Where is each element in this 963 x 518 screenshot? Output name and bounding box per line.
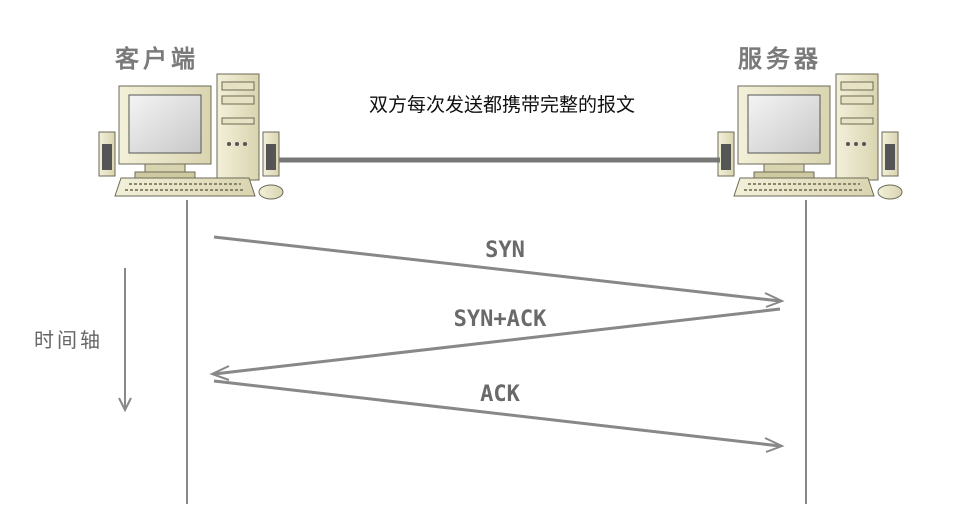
message-syn-arrow xyxy=(213,235,781,303)
server-computer-icon xyxy=(717,73,903,200)
message-ack-arrow xyxy=(213,379,781,448)
connection-label: 双方每次发送都携带完整的报文 xyxy=(369,94,635,116)
message-synack-label: SYN+ACK xyxy=(454,307,547,332)
time-axis-arrowhead xyxy=(118,397,132,413)
message-syn-label: SYN xyxy=(485,238,525,263)
message-syn-arrowhead xyxy=(764,292,785,308)
time-axis-label: 时间轴 xyxy=(34,328,103,352)
client-label: 客户端 xyxy=(115,44,199,73)
message-ack-label: ACK xyxy=(480,382,520,407)
message-synack-arrowhead xyxy=(209,365,230,381)
client-computer-icon xyxy=(98,73,284,200)
server-label: 服务器 xyxy=(738,44,822,73)
message-synack-arrow xyxy=(213,307,781,376)
message-ack-arrowhead xyxy=(764,437,785,453)
